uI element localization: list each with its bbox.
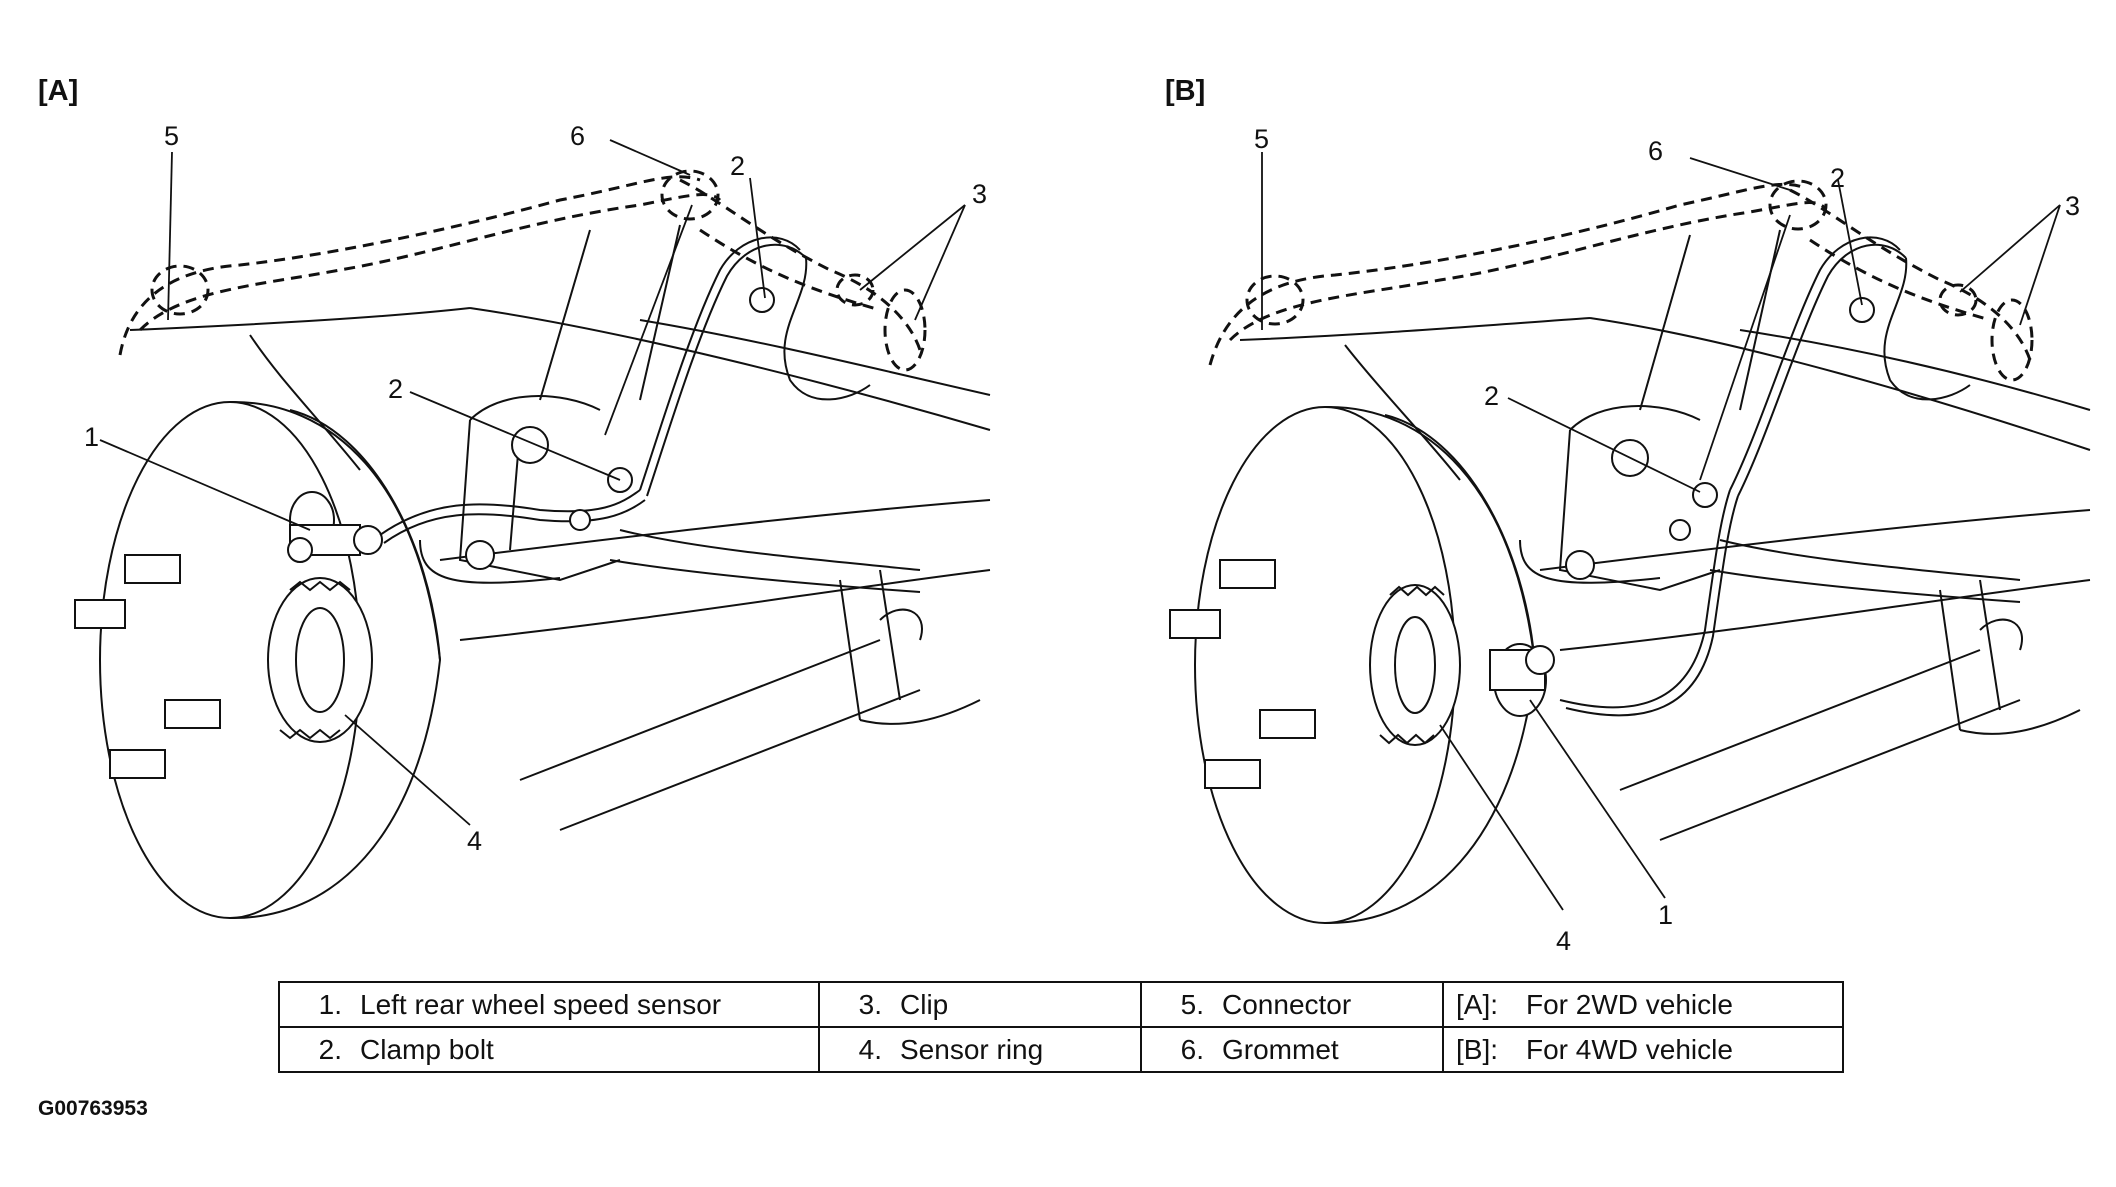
panel-b-hidden-outline xyxy=(1208,179,2034,382)
figure-id: G00763953 xyxy=(38,1097,148,1120)
panel-b-speed-sensor xyxy=(1489,643,1555,717)
callout-a-6: 6 xyxy=(570,121,585,151)
callout-a-2-mid: 2 xyxy=(388,374,403,404)
callout-a-4: 4 xyxy=(467,826,482,856)
panel-b-label: [B] xyxy=(1165,75,1205,107)
callout-a-5: 5 xyxy=(164,121,179,151)
callout-b-3: 3 xyxy=(2065,191,2080,221)
legend-table: 1.Left rear wheel speed sensor 3.Clip 5.… xyxy=(278,981,1844,1073)
panel-b: [B] xyxy=(1165,75,2091,956)
panel-b-callouts: 1 2 2 3 4 5 6 xyxy=(1254,124,2080,956)
panel-b-brake-drum xyxy=(1169,405,1537,925)
panel-a-speed-sensor xyxy=(287,491,383,563)
panel-a-vehicle-body xyxy=(129,224,991,831)
panel-a-callouts: 1 2 2 3 4 5 6 xyxy=(84,121,987,856)
legend-cell: 5.Connector xyxy=(1140,981,1444,1028)
panel-a-brake-drum xyxy=(74,400,442,920)
legend-cell: 6.Grommet xyxy=(1140,1026,1444,1073)
legend-cell: [B]:For 4WD vehicle xyxy=(1442,1026,1844,1073)
callout-a-2-top: 2 xyxy=(730,151,745,181)
legend-cell: 3.Clip xyxy=(818,981,1142,1028)
panel-a-sensor-ring xyxy=(267,577,373,743)
panel-a-label: [A] xyxy=(38,75,78,107)
panel-a-hidden-outline xyxy=(118,169,927,372)
callout-b-2-top: 2 xyxy=(1830,163,1845,193)
legend-cell: [A]:For 2WD vehicle xyxy=(1442,981,1844,1028)
callout-b-4: 4 xyxy=(1556,926,1571,956)
panel-a: [A] xyxy=(38,75,991,920)
callout-b-2-mid: 2 xyxy=(1484,381,1499,411)
legend-cell: 4.Sensor ring xyxy=(818,1026,1142,1073)
panel-b-leaders xyxy=(1261,152,2061,911)
callout-a-3: 3 xyxy=(972,179,987,209)
legend-cell: 2.Clamp bolt xyxy=(278,1026,820,1073)
callout-b-5: 5 xyxy=(1254,124,1269,154)
legend-cell: 1.Left rear wheel speed sensor xyxy=(278,981,820,1028)
callout-b-1: 1 xyxy=(1658,900,1673,930)
callout-b-6: 6 xyxy=(1648,136,1663,166)
callout-a-1: 1 xyxy=(84,422,99,452)
panel-a-leaders xyxy=(99,139,966,826)
legend-row: 1.Left rear wheel speed sensor 3.Clip 5.… xyxy=(278,981,1844,1028)
legend-row: 2.Clamp bolt 4.Sensor ring 6.Grommet [B]… xyxy=(278,1026,1844,1073)
panel-b-harness xyxy=(1519,236,1971,717)
panel-b-sensor-ring xyxy=(1369,584,1461,746)
